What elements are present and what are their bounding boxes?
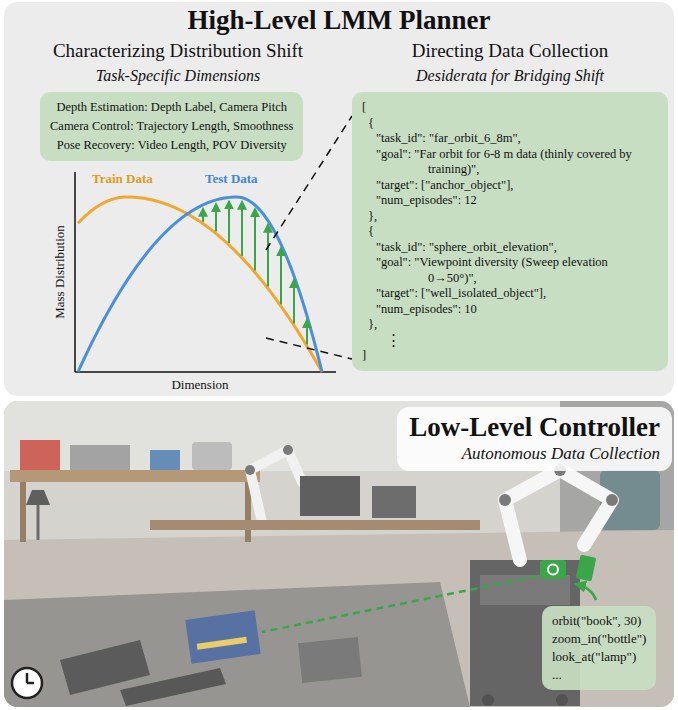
panel-title: High-Level LMM Planner — [4, 2, 674, 36]
panel-title: Low-Level Controller — [409, 411, 660, 443]
test-curve — [78, 197, 322, 372]
shift-arrow — [215, 204, 217, 232]
box-text: "num_episodes": 10 — [362, 302, 658, 318]
panel-subtitle: Autonomous Data Collection — [409, 443, 660, 465]
series-label: Test Data — [205, 171, 258, 187]
box-text: "goal": "Viewpoint diversity (Sweep elev… — [362, 255, 658, 286]
box-text: "target": ["well_isolated_object"], — [362, 286, 658, 302]
box-text: "task_id": "sphere_orbit_elevation", — [362, 240, 658, 256]
lab-photo — [576, 555, 597, 582]
box-text: "target": ["anchor_object"], — [362, 178, 658, 194]
axis-label: Dimension — [171, 377, 228, 393]
box-text: }, — [362, 209, 658, 225]
train-curve — [78, 197, 322, 372]
lab-photo — [548, 565, 558, 575]
box-text: { — [362, 116, 658, 132]
lab-photo — [4, 401, 674, 707]
lab-photo — [4, 401, 674, 707]
planner-panel: High-Level LMM PlannerDepth Estimation: … — [4, 2, 674, 396]
lab-photo — [262, 574, 548, 632]
box-text: }, — [362, 317, 658, 333]
dimension-box: Depth Estimation: Depth Label, Camera Pi… — [40, 92, 303, 161]
controller-title-box: Low-Level ControllerAutonomous Data Coll… — [397, 407, 672, 471]
shift-arrow — [306, 320, 308, 344]
shift-arrow — [280, 248, 282, 304]
box-text: orbit("book", 30) — [552, 612, 646, 630]
clock-icon — [12, 668, 42, 698]
planner-panel-ground — [4, 2, 674, 396]
box-text: ] — [362, 348, 658, 364]
command-box: orbit("book", 30)zoom_in("bottle")look_a… — [542, 606, 656, 690]
shift-arrow — [202, 209, 204, 222]
lab-photo — [540, 560, 566, 579]
axis-label: Mass Distribution — [52, 225, 68, 319]
clock-icon — [27, 682, 34, 685]
column-subheading: Task-Specific Dimensions — [96, 67, 260, 85]
box-text: ⋮ — [362, 333, 658, 348]
column-heading: Characterizing Distribution Shift — [53, 40, 303, 62]
column-subheading: Desiderata for Bridging Shift — [416, 67, 604, 85]
shift-arrow — [254, 209, 256, 270]
clock-icon — [26, 673, 29, 683]
shift-arrow — [267, 225, 269, 287]
box-text: "goal": "Far orbit for 6-8 m data (thinl… — [362, 147, 658, 178]
box-text: Depth Estimation: Depth Label, Camera Pi… — [50, 98, 293, 117]
chart-axes — [75, 371, 336, 373]
box-text: Camera Control: Trajectory Length, Smoot… — [50, 117, 293, 136]
box-text: look_at("lamp") — [552, 648, 646, 666]
box-text: "num_episodes": 12 — [362, 193, 658, 209]
box-text: Pose Recovery: Video Length, POV Diversi… — [50, 136, 293, 155]
column-heading: Directing Data Collection — [412, 40, 608, 62]
clock-icon — [12, 668, 42, 698]
box-text: [ — [362, 100, 658, 116]
lab-photo — [576, 584, 596, 600]
shift-arrow — [241, 202, 243, 256]
box-text: zoom_in("bottle") — [552, 630, 646, 648]
series-label: Train Data — [92, 171, 153, 187]
shift-arrow — [293, 280, 295, 323]
zoom-leader — [266, 338, 352, 359]
box-text: ... — [552, 666, 646, 684]
json-box: [{"task_id": "far_orbit_6_8m","goal": "F… — [352, 92, 668, 371]
box-text: "task_id": "far_orbit_6_8m", — [362, 131, 658, 147]
chart-axes — [74, 172, 76, 372]
shift-arrow — [228, 201, 230, 243]
lab-photo — [4, 401, 674, 707]
box-text: { — [362, 224, 658, 240]
distribution-chart — [78, 197, 322, 372]
